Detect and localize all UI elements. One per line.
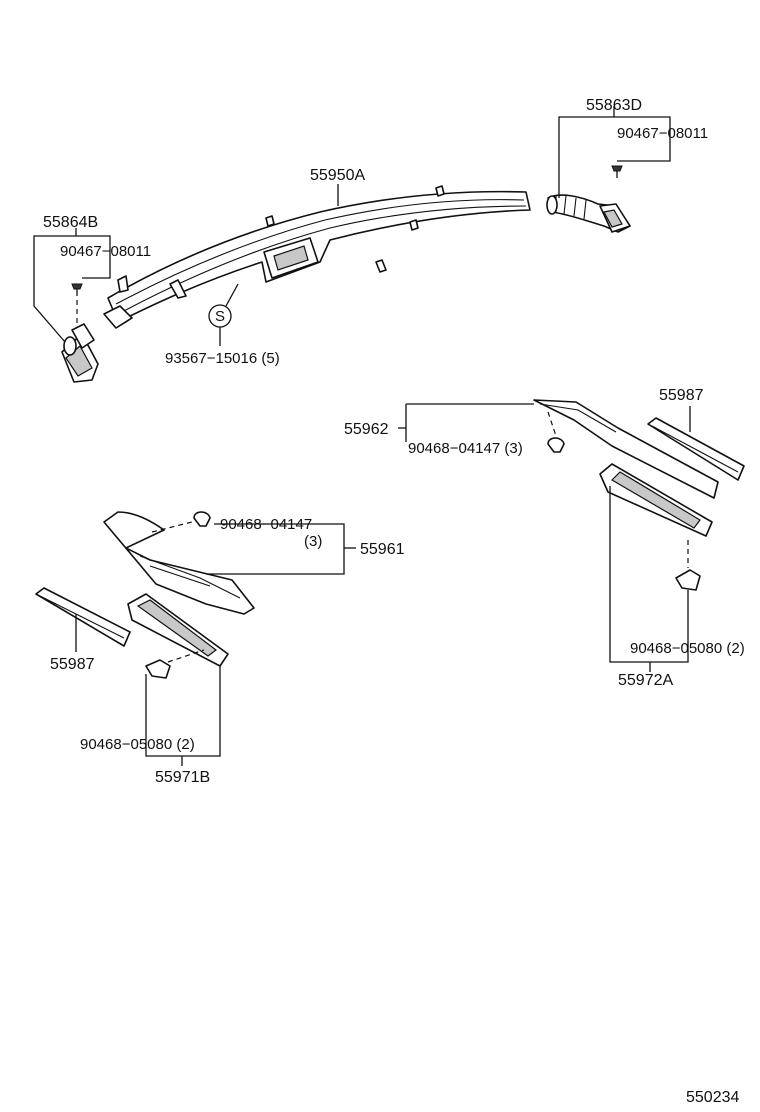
label-55987-right: 55987 <box>659 387 704 404</box>
label-90468-04147-left: 90468−04147 <box>220 516 312 533</box>
label-90468-05080-left: 90468−05080 (2) <box>80 736 195 753</box>
part-55864b-nozzle <box>61 323 99 383</box>
clip-90468-05080-left-icon <box>145 659 171 679</box>
part-55971b-tray <box>127 593 229 667</box>
label-55971b: 55971B <box>155 769 210 786</box>
clip-90468-04147-left-icon <box>193 511 211 527</box>
screw-90467-top-right-icon <box>611 165 623 178</box>
part-55987-strip-left <box>35 587 131 647</box>
leader-55864b <box>33 235 111 343</box>
label-55863d: 55863D <box>586 97 642 114</box>
label-55961: 55961 <box>360 541 405 558</box>
leader-55972a <box>609 486 689 663</box>
label-55972a: 55972A <box>618 672 673 689</box>
figure-number: 550234 <box>686 1089 739 1106</box>
dash-clip-lower-left <box>167 649 205 663</box>
leader-55962 <box>405 403 534 442</box>
symbol-s-icon: S <box>208 304 232 328</box>
leader-55863d <box>558 116 671 198</box>
dash-clip-right <box>547 411 557 437</box>
label-55987-left: 55987 <box>50 656 95 673</box>
clip-90468-04147-right-icon <box>547 437 565 453</box>
part-55950a-main-duct <box>103 185 531 329</box>
part-55961-panel <box>103 511 255 615</box>
label-90467-08011-left: 90467−08011 <box>60 243 151 260</box>
screw-90467-left-icon <box>71 283 83 296</box>
dash-clip-left <box>151 521 193 533</box>
leader-55971b <box>145 666 221 757</box>
part-55987-strip-right <box>647 417 745 481</box>
label-55950a: 55950A <box>310 167 365 184</box>
clip-90468-05080-right-icon <box>675 569 701 598</box>
leader-55961 <box>206 523 345 575</box>
label-90468-04147-right: 90468−04147 (3) <box>408 440 523 457</box>
leader-s-symbol <box>225 283 239 307</box>
part-55863d-duct <box>546 194 631 233</box>
symbol-s-label: S <box>215 308 225 325</box>
label-55962: 55962 <box>344 421 389 438</box>
label-90467-08011-right: 90467−08011 <box>617 125 708 142</box>
label-90468-05080-right: 90468−05080 (2) <box>630 640 745 657</box>
part-55962-trim <box>533 399 719 499</box>
label-qty-3: (3) <box>304 533 322 550</box>
label-55864b: 55864B <box>43 214 98 231</box>
label-93567-15016: 93567−15016 (5) <box>165 350 280 367</box>
part-55972a-tray <box>599 463 713 537</box>
